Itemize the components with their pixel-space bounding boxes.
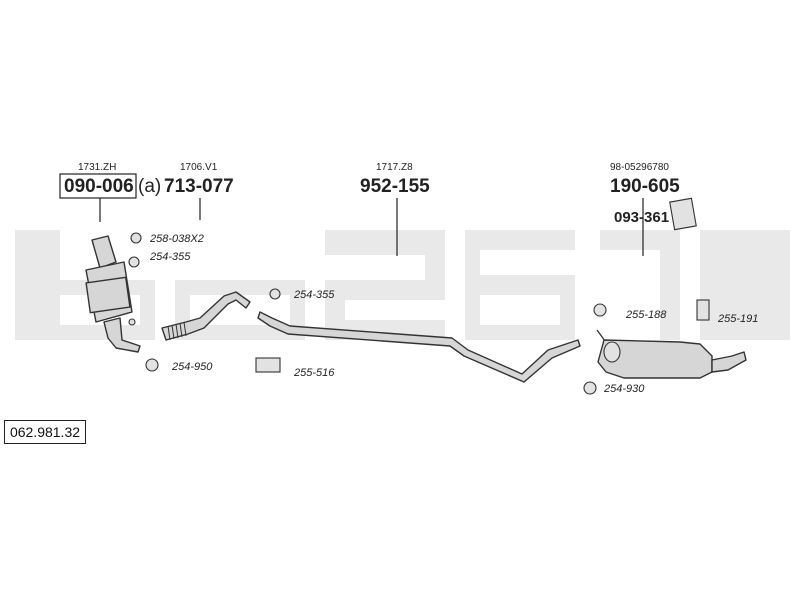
middle-pipe-ref-label: 1717.Z8	[376, 162, 413, 173]
front-pipe-ref-label: 1706.V1	[180, 162, 218, 173]
cat-ref-label: 1731.ZH	[78, 162, 116, 173]
rear-muffler-ref-label: 98-05296780	[610, 162, 669, 173]
middle-pipe	[257, 311, 581, 383]
catalytic-converter	[85, 235, 141, 353]
hardware-label-4: 254-950	[171, 361, 213, 373]
hardware-items	[128, 197, 710, 395]
hardware-label-2: 254-355	[149, 251, 191, 263]
cat-number-box	[59, 173, 137, 199]
hardware-label-5: 255-516	[293, 367, 335, 379]
hardware-label-3: 254-355	[293, 289, 335, 301]
front-pipe	[161, 291, 251, 341]
hardware-label-8: 254-930	[603, 383, 645, 395]
hardware-label-7: 255-191	[717, 313, 758, 325]
hardware-label-1: 258-038X2	[149, 233, 204, 245]
cat-suffix: (a)	[138, 176, 161, 197]
hardware-label-6: 255-188	[625, 309, 667, 321]
rear-muffler	[597, 339, 747, 379]
middle-pipe-part-number: 952-155	[360, 176, 430, 197]
rear-muffler-part-number: 190-605	[610, 176, 680, 197]
catalog-number-box: 062.981.32	[4, 420, 86, 444]
rear-extra-part-number: 093-361	[614, 209, 669, 226]
cat-part-number: 090-006	[64, 176, 134, 197]
front-pipe-part-number: 713-077	[164, 176, 234, 197]
catalog-number: 062.981.32	[9, 424, 81, 440]
